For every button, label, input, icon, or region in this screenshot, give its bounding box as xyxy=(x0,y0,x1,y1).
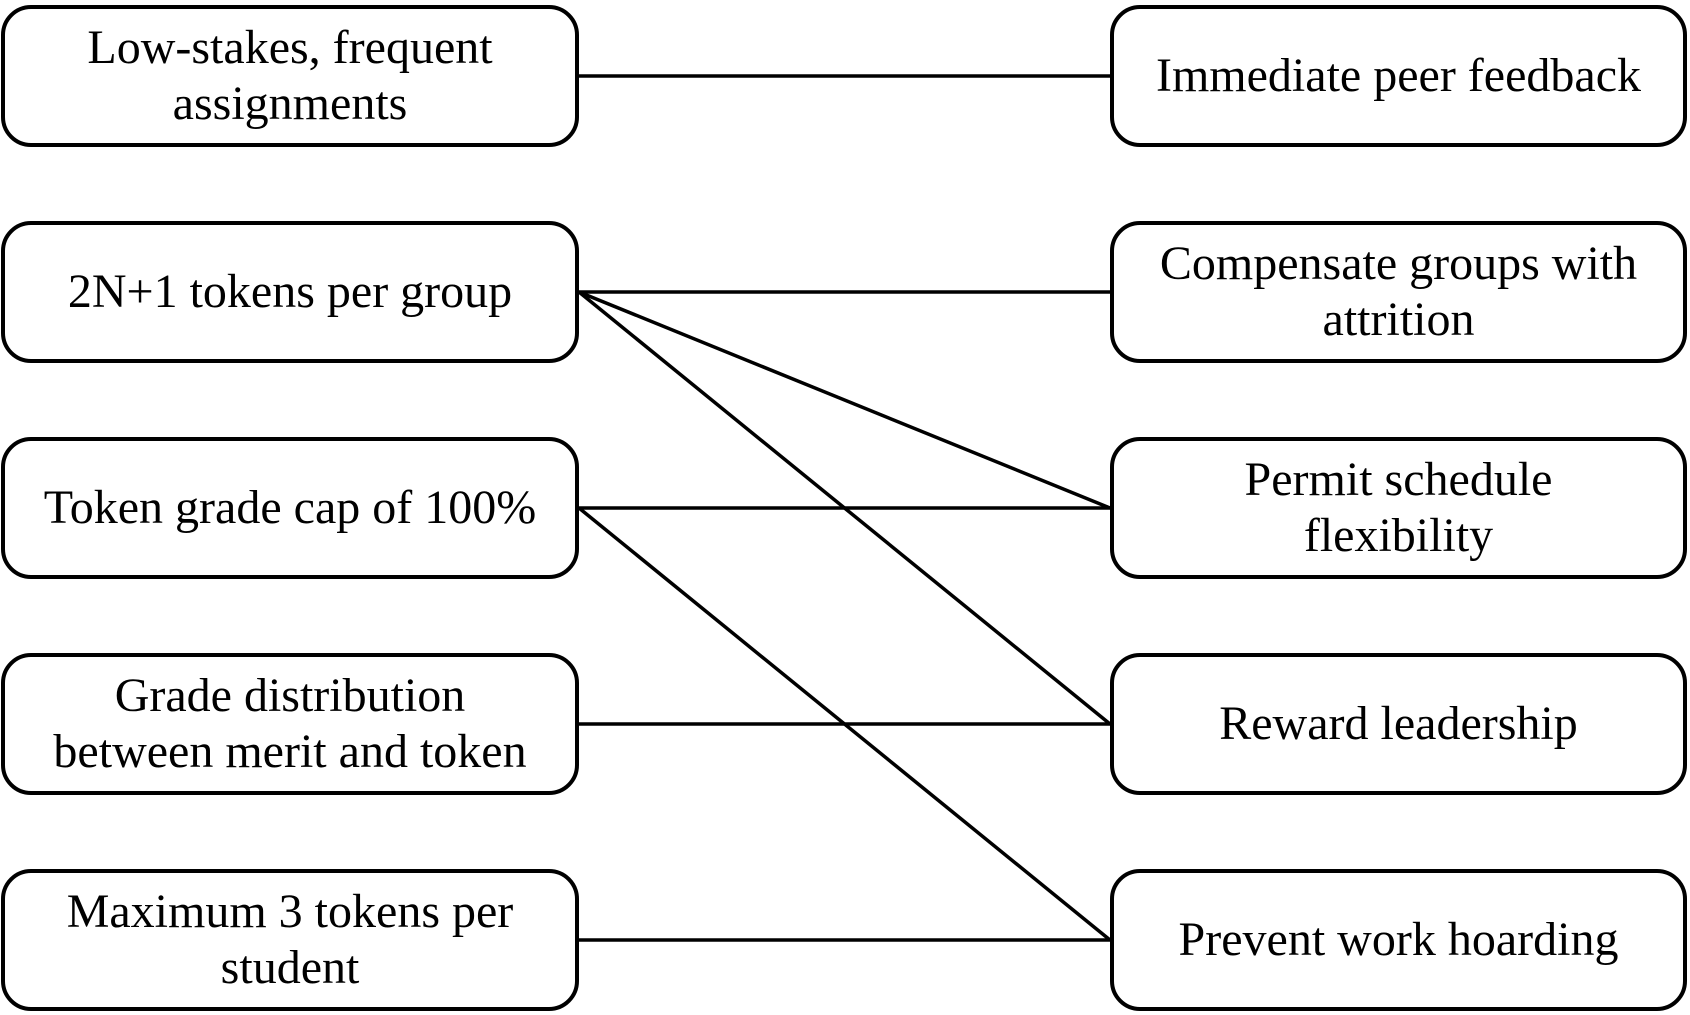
node-tokens-per-group: 2N+1 tokens per group xyxy=(1,221,579,363)
node-label-line: Token grade cap of 100% xyxy=(43,481,537,534)
node-label-line: attrition xyxy=(1322,293,1475,346)
node-label-line: flexibility xyxy=(1303,509,1494,562)
node-label-line: Maximum 3 tokens per xyxy=(66,885,514,938)
node-label-line: between merit and token xyxy=(53,725,527,778)
node-label-line: Low-stakes, frequent xyxy=(87,21,493,74)
node-label-line: Reward leadership xyxy=(1219,697,1578,750)
node-label-line: student xyxy=(220,941,360,994)
node-reward-leadership: Reward leadership xyxy=(1110,653,1687,795)
node-label-line: Permit schedule xyxy=(1244,453,1553,506)
node-immediate-peer-feedback: Immediate peer feedback xyxy=(1110,5,1687,147)
node-label-line: 2N+1 tokens per group xyxy=(67,265,513,318)
node-label-line: Prevent work hoarding xyxy=(1178,913,1619,966)
node-label-line: Grade distribution xyxy=(114,669,466,722)
node-label-line: assignments xyxy=(172,77,408,130)
node-label-line: Immediate peer feedback xyxy=(1155,49,1642,102)
node-prevent-work-hoarding: Prevent work hoarding xyxy=(1110,869,1687,1011)
node-token-grade-cap: Token grade cap of 100% xyxy=(1,437,579,579)
edge-tokens-per-group--permit-schedule-flexibility xyxy=(578,290,1111,510)
node-label-line: Compensate groups with xyxy=(1159,237,1638,290)
